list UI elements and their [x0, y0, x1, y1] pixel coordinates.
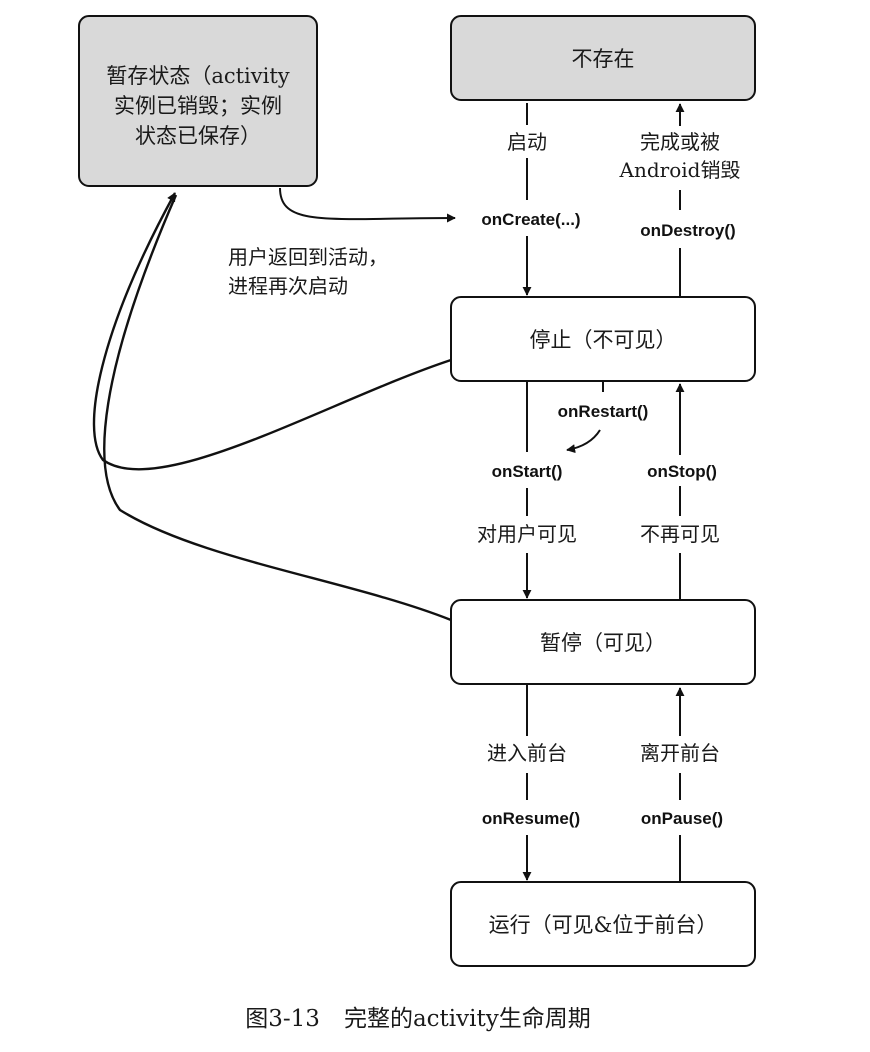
on-stop-label: onStop() — [647, 462, 717, 481]
finish-destroy-label-line: 完成或被 — [640, 130, 720, 154]
leave-foreground-label: 离开前台 — [640, 741, 720, 765]
nonexistent-box — [450, 15, 756, 101]
figure-caption: 图3-13 完整的activity生命周期 — [245, 1006, 590, 1032]
on-start-label: onStart() — [492, 462, 563, 481]
stopped-node: 停止（不可见） — [450, 296, 756, 382]
nonexistent-label: 不存在 — [572, 47, 635, 71]
running-box — [450, 881, 756, 967]
figure-title: 完整的activity生命周期 — [344, 1006, 591, 1032]
saved-state-label-line: 暂存状态（activity — [106, 64, 289, 88]
running-label: 运行（可见&位于前台） — [489, 913, 718, 937]
stopped-to-saved-curve — [92, 192, 452, 471]
paused-box — [450, 599, 756, 685]
no-longer-visible-label: 不再可见 — [640, 522, 720, 546]
user-returns-label-line: 进程再次启动 — [228, 274, 348, 298]
figure-number: 图3-13 — [245, 1006, 320, 1032]
finish-destroy-label-line: Android销毁 — [619, 158, 741, 182]
stopped-label: 停止（不可见） — [530, 328, 677, 352]
on-resume-label: onResume() — [482, 809, 580, 828]
paused-node: 暂停（可见） — [450, 599, 756, 685]
saved-state-label-line: 状态已保存） — [135, 124, 261, 148]
on-destroy-label: onDestroy() — [640, 221, 735, 240]
nonexistent-node: 不存在 — [450, 15, 756, 101]
on-create-label: onCreate(...) — [481, 210, 580, 229]
visible-to-user-label: 对用户可见 — [477, 522, 577, 546]
saved-state-node: 暂存状态（activity 实例已销毁；实例 状态已保存） — [78, 15, 318, 187]
stopped-box — [450, 296, 756, 382]
saved-state-label-line: 实例已销毁；实例 — [114, 94, 282, 118]
paused-to-saved-curve — [103, 194, 452, 622]
enter-foreground-label: 进入前台 — [487, 741, 567, 765]
on-pause-label: onPause() — [641, 809, 723, 828]
saved-state-box — [78, 15, 318, 187]
return-arrow — [279, 187, 456, 223]
restart-arrow — [566, 429, 601, 454]
user-returns-label-line: 用户返回到活动， — [228, 245, 388, 269]
running-node: 运行（可见&位于前台） — [450, 881, 756, 967]
paused-label: 暂停（可见） — [540, 631, 666, 655]
launch-label: 启动 — [507, 130, 547, 154]
on-restart-label: onRestart() — [558, 402, 649, 421]
